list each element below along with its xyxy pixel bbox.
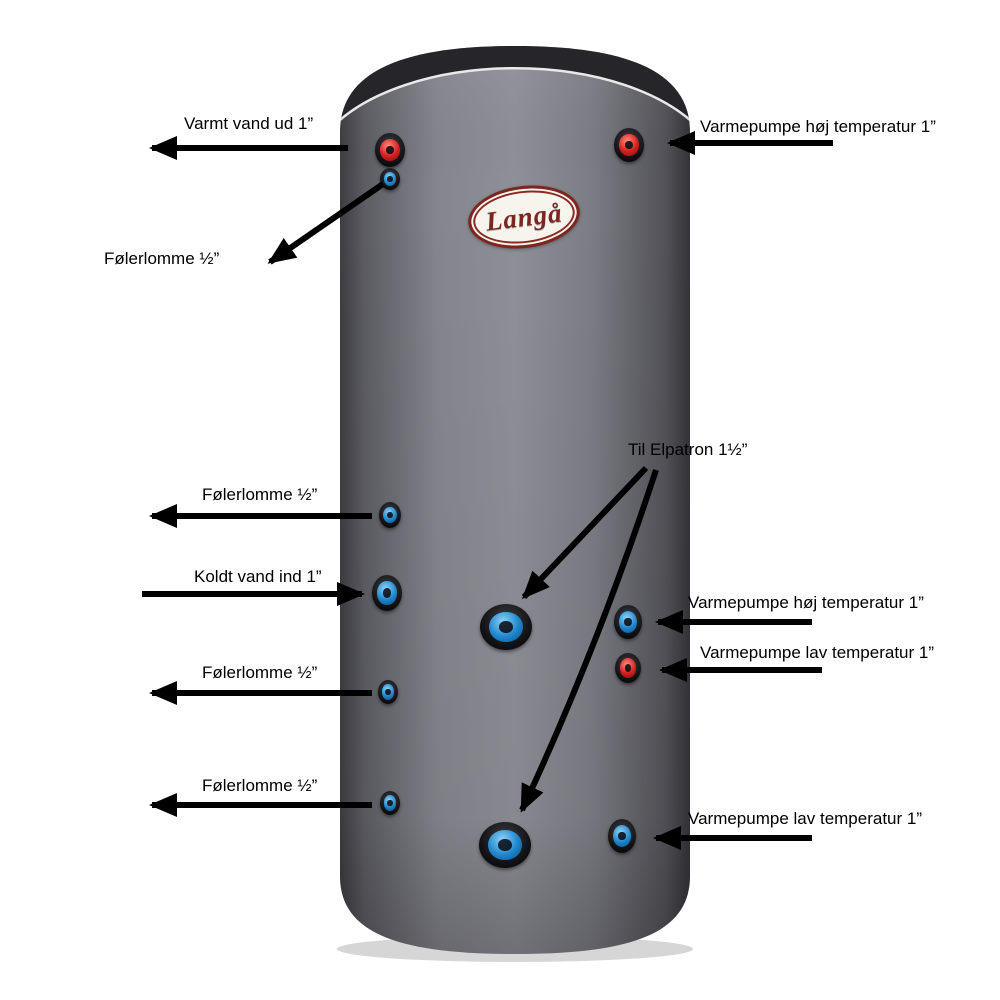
port-hole xyxy=(383,588,391,598)
port-opening xyxy=(619,134,639,156)
port-hole xyxy=(498,839,512,851)
port-opening xyxy=(619,611,637,633)
port-hole xyxy=(624,617,632,627)
port-varmepumpe-hoj-top xyxy=(614,128,644,162)
port-hole xyxy=(387,511,393,519)
port-varmepumpe-hoj-mid xyxy=(614,605,642,639)
label-varmepumpe-hoj-top: Varmepumpe høj temperatur 1” xyxy=(700,117,936,136)
label-folerlomme-3: Følerlomme ½” xyxy=(202,776,318,795)
port-hole xyxy=(387,176,393,182)
port-hole xyxy=(385,688,391,696)
langa-logo-text: Langå xyxy=(483,196,564,237)
port-opening xyxy=(619,658,637,678)
label-til-elpatron: Til Elpatron 1½” xyxy=(628,440,748,459)
label-varmepumpe-lav-bottom: Varmepumpe lav temperatur 1” xyxy=(688,809,923,828)
port-hole xyxy=(386,145,394,155)
port-folerlomme-1 xyxy=(379,502,401,528)
port-folerlomme-top xyxy=(380,168,400,190)
port-elpatron-top xyxy=(480,604,532,650)
port-opening xyxy=(489,612,523,642)
port-varmepumpe-lav-bottom xyxy=(608,819,636,853)
port-hole xyxy=(625,140,633,150)
port-opening xyxy=(381,684,395,700)
port-hole xyxy=(387,799,393,807)
port-opening xyxy=(380,139,400,161)
port-opening xyxy=(383,795,397,811)
port-varmt-vand-ud xyxy=(375,133,405,167)
port-elpatron-bottom xyxy=(479,822,531,868)
port-opening xyxy=(382,506,398,524)
port-hole xyxy=(624,664,632,672)
port-opening xyxy=(488,830,522,860)
port-hole xyxy=(499,621,513,633)
port-opening xyxy=(377,581,397,605)
port-koldt-vand-ind xyxy=(372,575,402,611)
label-folerlomme-top: Følerlomme ½” xyxy=(104,249,220,268)
port-opening xyxy=(613,825,631,847)
label-koldt-vand-ind: Koldt vand ind 1” xyxy=(194,567,322,586)
port-varmepumpe-lav-mid xyxy=(615,653,641,683)
label-varmt-vand-ud: Varmt vand ud 1” xyxy=(184,114,314,133)
tank-top-seam xyxy=(340,67,690,136)
port-folerlomme-3 xyxy=(380,791,400,815)
label-folerlomme-1: Følerlomme ½” xyxy=(202,485,318,504)
port-hole xyxy=(618,831,626,841)
label-varmepumpe-hoj-mid: Varmepumpe høj temperatur 1” xyxy=(688,593,924,612)
label-varmepumpe-lav-mid: Varmepumpe lav temperatur 1” xyxy=(700,643,935,662)
label-folerlomme-2: Følerlomme ½” xyxy=(202,663,318,682)
port-folerlomme-2 xyxy=(378,680,398,704)
port-opening xyxy=(383,171,397,187)
